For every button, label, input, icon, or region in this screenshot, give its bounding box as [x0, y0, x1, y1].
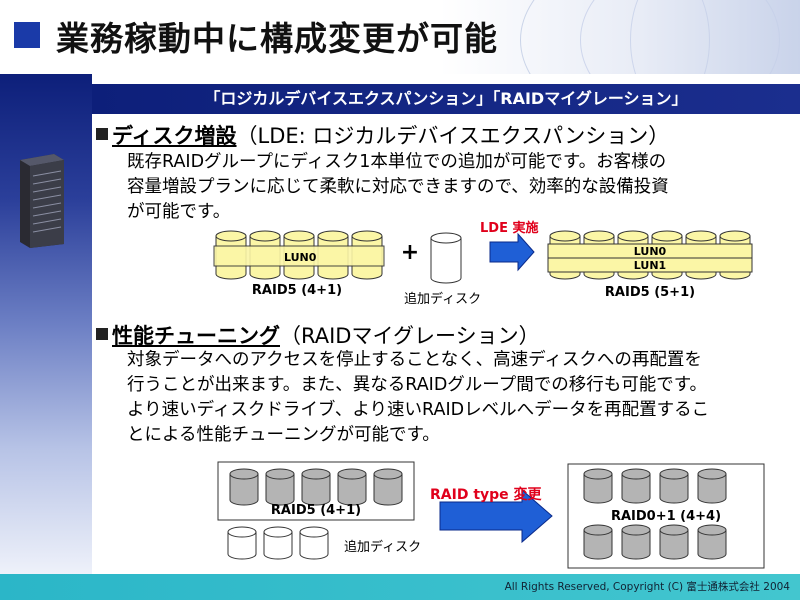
disk-icon [621, 524, 651, 560]
copyright-text: All Rights Reserved, Copyright (C) 富士通株式… [504, 581, 790, 593]
server-rack-icon [20, 154, 64, 248]
additional-disk-label: 追加ディスク [404, 292, 482, 307]
disk-icon [299, 526, 329, 560]
section2-heading: 性能チューニング（RAIDマイグレーション） [96, 320, 540, 350]
disk-icon [583, 468, 613, 504]
lun0-label: LUN0 [633, 245, 667, 258]
additional-disk-icon [430, 232, 462, 284]
disk-icon [621, 468, 651, 504]
disk-icon [301, 468, 331, 506]
disk-icon [659, 468, 689, 504]
lun0-label: LUN0 [284, 251, 317, 264]
disk-icon [265, 468, 295, 506]
globe-decoration [630, 0, 710, 74]
raid5-4plus1-disk-group [213, 230, 385, 280]
lde-arrow-icon [489, 232, 535, 272]
disk-icon [373, 468, 403, 506]
slide-header: 業務稼動中に構成変更が可能 [0, 0, 800, 74]
raid5-4plus1-disk-group [229, 468, 403, 506]
section2-line: 対象データへのアクセスを停止することなく、高速ディスクへの再配置を [127, 350, 702, 370]
raid5-5plus1-disk-group [547, 230, 753, 280]
lun1-label: LUN1 [633, 259, 667, 272]
globe-decoration [520, 0, 800, 74]
disk-icon [659, 524, 689, 560]
section1-line: 容量増設プランに応じて柔軟に対応できますので、効率的な設備投資 [127, 177, 669, 197]
lde-action-label: LDE 実施 [480, 221, 539, 236]
title-bullet-square [14, 22, 40, 48]
additional-disk-label: 追加ディスク [344, 540, 422, 555]
bullet-square-icon [96, 128, 108, 140]
raid5-4plus1-label: RAID5 (4+1) [251, 283, 343, 298]
raid-type-change-label: RAID type 変更 [430, 487, 542, 503]
section2-line: より速いディスクドライブ、より速いRAIDレベルへデータを再配置するこ [127, 400, 710, 420]
slide-footer: All Rights Reserved, Copyright (C) 富士通株式… [0, 574, 800, 600]
section1-line: が可能です。 [127, 202, 231, 222]
disk-icon [337, 468, 367, 506]
left-decorative-bar [0, 74, 92, 574]
raid-migration-diagram [217, 461, 765, 569]
lde-diagram [213, 230, 753, 284]
slide-title: 業務稼動中に構成変更が可能 [56, 19, 498, 58]
disk-icon [697, 524, 727, 560]
section1-body: 既存RAIDグループにディスク1本単位での追加が可能です。お客様の 容量増設プラ… [127, 150, 669, 225]
bullet-square-icon [96, 328, 108, 340]
section2-body: 対象データへのアクセスを停止することなく、高速ディスクへの再配置を 行うことが出… [127, 348, 709, 448]
section2-heading-rest: （RAIDマイグレーション） [280, 324, 540, 348]
slide-subtitle: 「ロジカルデバイスエクスパンション」「RAIDマイグレーション」 [204, 89, 688, 108]
section2-line: とによる性能チューニングが可能です。 [127, 425, 440, 445]
section1-line: 既存RAIDグループにディスク1本単位での追加が可能です。お客様の [127, 152, 667, 172]
migration-arrow-icon [439, 488, 553, 544]
disk-icon [263, 526, 293, 560]
disk-icon [697, 468, 727, 504]
disk-icon [583, 524, 613, 560]
section2-line: 行うことが出来ます。また、異なるRAIDグループ間での移行も可能です。 [127, 375, 708, 395]
raid5-4plus1-label: RAID5 (4+1) [270, 503, 362, 518]
raid01-disk-group [583, 468, 727, 560]
section2-keyword: 性能チューニング [112, 324, 280, 348]
section1-heading-rest: （LDE: ロジカルデバイスエクスパンション） [236, 124, 670, 148]
section1-heading: ディスク増設（LDE: ロジカルデバイスエクスパンション） [96, 120, 669, 150]
plus-sign: + [400, 240, 420, 265]
raid5-5plus1-label: RAID5 (5+1) [604, 285, 696, 300]
subtitle-band: 「ロジカルデバイスエクスパンション」「RAIDマイグレーション」 [92, 84, 800, 114]
disk-icon [227, 526, 257, 560]
section1-keyword: ディスク増設 [112, 124, 237, 148]
raid01-label: RAID0+1 (4+4) [610, 509, 722, 524]
additional-disk-group [227, 526, 329, 560]
globe-decoration [580, 0, 780, 74]
disk-icon [229, 468, 259, 506]
